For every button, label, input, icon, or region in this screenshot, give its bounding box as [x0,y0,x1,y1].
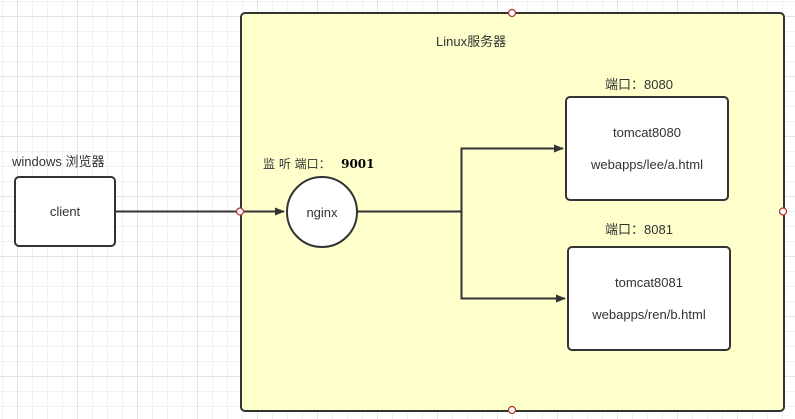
tomcat-node-8080[interactable]: tomcat8080 webapps/lee/a.html [565,96,729,201]
listen-port-value: 9001 [341,157,375,171]
tomcat-name: tomcat8080 [613,124,681,140]
connection-point-top[interactable] [507,8,517,18]
tomcat-path: webapps/ren/b.html [592,306,706,322]
client-label: client [49,203,81,219]
nginx-label: nginx [306,204,338,220]
tomcat-port-label-8081: 端口：8081 [605,222,673,237]
tomcat-node-8081[interactable]: tomcat8081 webapps/ren/b.html [567,246,731,351]
nginx-node[interactable]: nginx [286,176,358,248]
tomcat-path: webapps/lee/a.html [590,156,703,172]
listen-port-label: 监 听 端口： 9001 [263,155,375,173]
connection-point-left[interactable] [235,207,245,216]
server-title: Linux服务器 [436,34,507,49]
edge-nginx-to-tomcat8080[interactable] [356,144,564,213]
connection-point-right[interactable] [778,207,788,216]
client-group-label: windows 浏览器 [12,154,105,169]
edge-nginx-to-tomcat8081[interactable] [460,211,566,303]
client-node[interactable]: client [14,176,116,247]
tomcat-name: tomcat8081 [615,274,683,290]
connection-point-bottom[interactable] [507,405,517,415]
listen-port-prefix: 监 听 端口： [263,157,331,171]
tomcat-port-label-8080: 端口：8080 [605,77,673,92]
